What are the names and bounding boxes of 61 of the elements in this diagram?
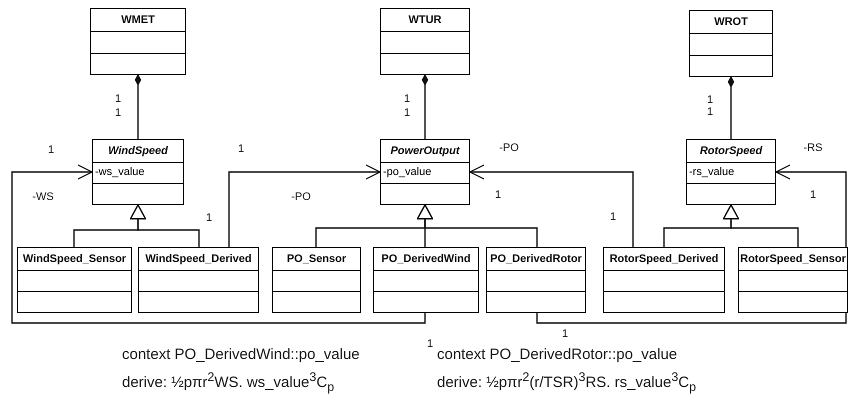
generalization-arrow xyxy=(722,204,799,247)
multiplicity-label: -PO xyxy=(499,142,519,154)
constraint-text: derive: ½pπr$^{2}$WS. ws_value$^{3}$C$_{p}$ xyxy=(122,370,334,394)
multiplicity-label: 1 xyxy=(562,328,568,340)
class-name: PO_DerivedWind xyxy=(381,253,471,265)
class-name: WindSpeed_Sensor xyxy=(22,253,126,265)
class-name: WindSpeed xyxy=(108,145,168,157)
constraint-text: context PO_DerivedRotor::po_value xyxy=(437,346,678,363)
class-box xyxy=(689,10,773,77)
class-name: RotorSpeed xyxy=(700,145,762,157)
multiplicity-label: -WS xyxy=(32,191,54,203)
composition-line xyxy=(134,74,142,139)
association-arrow xyxy=(536,164,847,324)
multiplicity-label: 1 xyxy=(426,338,434,350)
multiplicity-label: 1 xyxy=(114,93,122,105)
multiplicity-label: 1 xyxy=(706,106,714,118)
class-box xyxy=(380,8,470,75)
class-name: WTUR xyxy=(408,14,442,26)
class-box xyxy=(738,247,848,313)
multiplicity-label: -PO xyxy=(291,191,311,203)
class-box xyxy=(272,247,361,313)
class-name: PO_DerivedRotor xyxy=(490,253,582,265)
composition-line xyxy=(728,76,734,139)
attribute-text: -rs_value xyxy=(689,166,736,178)
attribute-text: -po_value xyxy=(383,166,432,178)
class-box xyxy=(90,8,186,75)
association-arrow xyxy=(469,164,634,247)
class-box xyxy=(373,247,479,313)
class-name: PO_Sensor xyxy=(286,253,346,265)
constraint-text: context PO_DerivedWind::po_value xyxy=(122,346,360,363)
class-box xyxy=(138,247,259,313)
multiplicity-label: 1 xyxy=(494,189,502,201)
multiplicity-label: 1 xyxy=(238,143,244,155)
multiplicity-label: 1 xyxy=(404,93,410,105)
class-name: WMET xyxy=(121,14,155,26)
class-box xyxy=(380,139,470,205)
multiplicity-label: 1 xyxy=(706,94,714,106)
multiplicity-label: 1 xyxy=(610,211,616,223)
composition-line xyxy=(422,74,428,139)
multiplicity-label: -RS xyxy=(804,142,822,154)
multiplicity-label: 1 xyxy=(114,107,122,119)
class-name: WROT xyxy=(714,16,748,28)
class-box xyxy=(92,139,184,205)
class-name: RotorSpeed_Sensor xyxy=(740,253,846,265)
generalization-arrow xyxy=(416,204,538,247)
multiplicity-label: 1 xyxy=(48,144,54,156)
generalization-arrow xyxy=(130,204,200,247)
class-name: PowerOutput xyxy=(390,145,460,157)
class-box xyxy=(486,247,586,313)
class-box xyxy=(686,139,776,205)
class-name: RotorSpeed_Derived xyxy=(610,253,718,265)
multiplicity-label: 1 xyxy=(404,107,410,119)
constraint-text: derive: ½pπr$^{2}$(r/TSR)$^{3}$RS. rs_value$^{3}$C$_{p}$ xyxy=(437,370,696,394)
association-arrow xyxy=(11,164,426,324)
class-box xyxy=(603,247,725,313)
attribute-text: -ws_value xyxy=(95,166,146,178)
multiplicity-label: 1 xyxy=(810,189,816,201)
class-name: WindSpeed_Derived xyxy=(145,253,252,265)
class-box xyxy=(17,247,132,313)
multiplicity-label: 1 xyxy=(206,212,212,224)
association-arrow xyxy=(228,164,381,247)
